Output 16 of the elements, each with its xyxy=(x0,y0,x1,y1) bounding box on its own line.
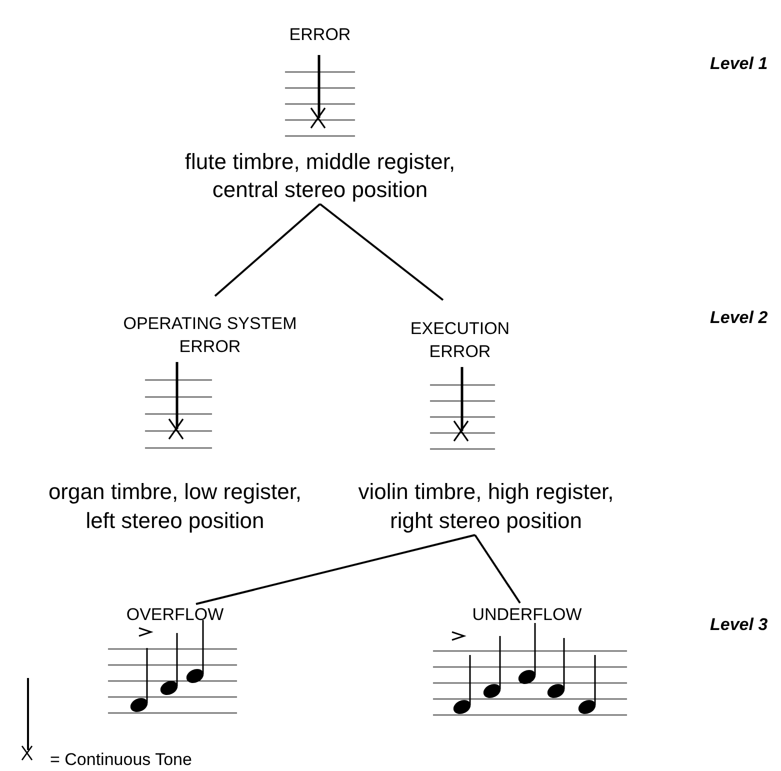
tree-line xyxy=(319,203,444,301)
level-label: Level 3 xyxy=(710,615,768,635)
tree-line xyxy=(196,534,476,605)
node-heading: ERROR xyxy=(288,25,352,45)
node-description: flute timbre, middle register, central stereo position xyxy=(184,148,456,204)
node-heading: EXECUTION ERROR xyxy=(409,318,511,363)
level-label: Level 2 xyxy=(710,308,768,328)
node-description: organ timbre, low register, left stereo position xyxy=(47,478,303,535)
level-label: Level 1 xyxy=(710,54,768,74)
node-heading: UNDERFLOW xyxy=(471,605,583,625)
node-heading: OPERATING SYSTEM ERROR xyxy=(122,313,298,358)
legend-text: = Continuous Tone xyxy=(50,750,192,770)
tree-line xyxy=(474,534,521,604)
node-heading: OVERFLOW xyxy=(125,605,225,625)
node-description: violin timbre, high register, right stereo position xyxy=(357,478,615,535)
tree-line xyxy=(214,203,321,297)
